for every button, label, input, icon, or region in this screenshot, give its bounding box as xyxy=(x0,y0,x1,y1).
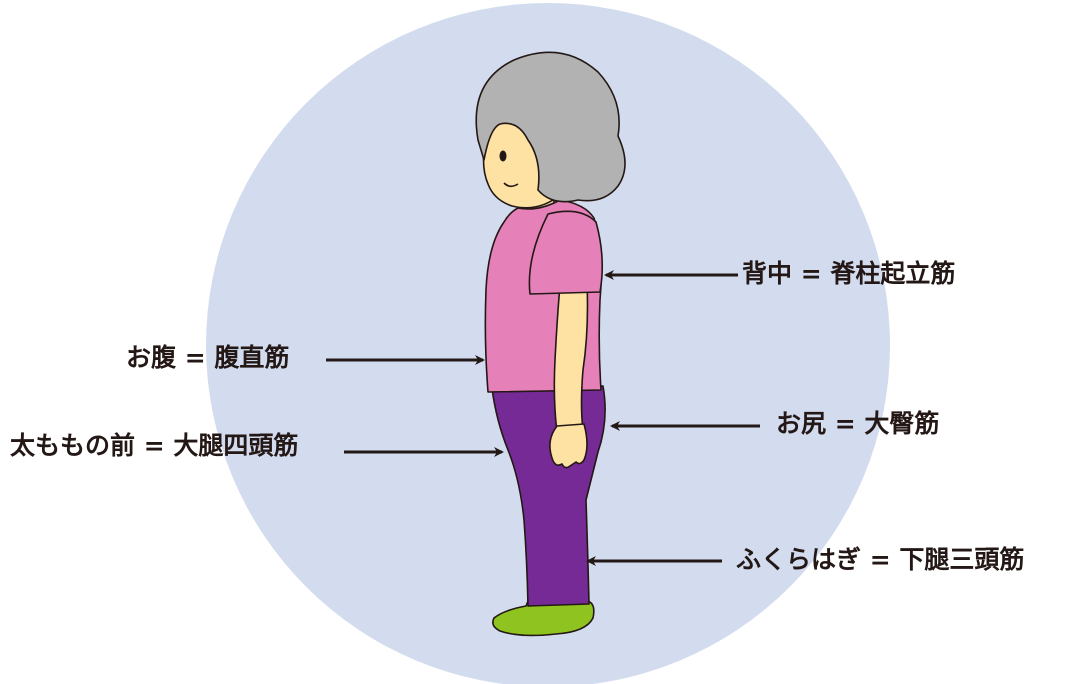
hand xyxy=(550,424,587,468)
eye xyxy=(500,151,507,162)
label-calf-muscle: ふくらはぎ = 下腿三頭筋 xyxy=(736,545,1024,575)
label-buttocks-muscle: お尻 = 大臀筋 xyxy=(776,409,939,439)
label-abdomen-muscle: お腹 = 腹直筋 xyxy=(126,343,289,373)
label-back-muscle: 背中 = 脊柱起立筋 xyxy=(742,259,955,289)
label-thigh-front-muscle: 太ももの前 = 大腿四頭筋 xyxy=(10,431,298,461)
